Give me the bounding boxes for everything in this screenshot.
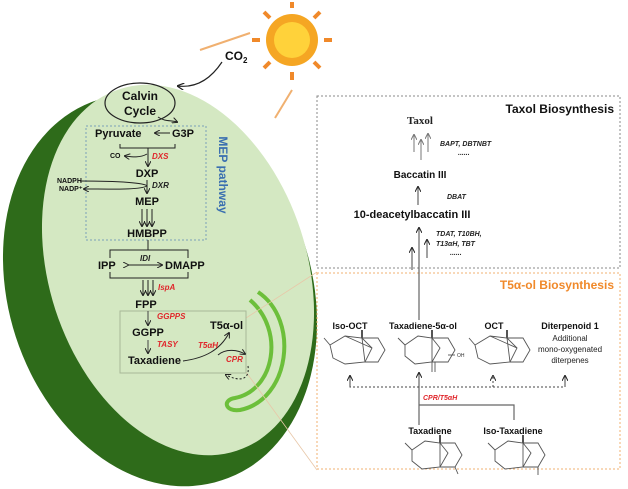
ellipsis: ...... <box>450 250 462 257</box>
dxp: DXP <box>136 168 159 180</box>
t5a-ol: T5α-ol <box>210 320 243 332</box>
ipp: IPP <box>98 260 116 272</box>
oct-structure <box>468 330 531 365</box>
diterpenoid-1: Diterpenoid 1 <box>541 321 599 331</box>
t5-box-title: T5α-ol Biosynthesis <box>500 278 614 292</box>
ggpps-enzyme: GGPPS <box>157 312 186 321</box>
hydroxyl-label: OH <box>457 353 465 359</box>
co2-arrow <box>178 61 223 86</box>
tasy-enzyme: TASY <box>157 340 178 349</box>
additional-label: Additional <box>552 334 587 343</box>
taxadiene-substrate: Taxadiene <box>408 426 451 436</box>
mep-pathway-label: MEP pathway <box>216 136 230 213</box>
fpp: FPP <box>135 299 156 311</box>
dxr-enzyme: DXR <box>152 181 169 190</box>
light-ray <box>274 89 293 119</box>
taxol-enzymes: BAPT, DBTNBT <box>440 141 492 148</box>
oct: OCT <box>485 321 505 331</box>
light-ray <box>199 32 251 51</box>
mep-pathway-box <box>85 125 207 241</box>
idi-enzyme: IDI <box>140 254 151 263</box>
10-deacetylbaccatin-iii: 10-deacetylbaccatin III <box>354 209 471 221</box>
dmapp: DMAPP <box>165 260 205 272</box>
taxadiene-5a-ol: Taxadiene-5α-ol <box>389 321 457 331</box>
baccatin-iii: Baccatin III <box>394 170 447 181</box>
ggpp: GGPP <box>132 327 164 339</box>
taxadiene-5a-ol-structure <box>397 330 456 372</box>
taxol: Taxol <box>407 115 433 127</box>
dxs-enzyme: DXS <box>152 152 169 161</box>
iso-taxadiene-substrate: Iso-Taxadiene <box>483 426 542 436</box>
dab-enzymes-1: TDAT, T10BH, <box>436 231 482 238</box>
taxol-box-title: Taxol Biosynthesis <box>506 102 615 116</box>
t5a-ol-biosynthesis-box <box>316 272 621 470</box>
cpr-t5ah-enzyme: CPR/T5αH <box>423 395 458 402</box>
sun-icon <box>252 2 332 80</box>
calvin-cycle-loop <box>104 82 176 124</box>
dbat-enzyme: DBAT <box>447 194 467 201</box>
taxadiene: Taxadiene <box>128 355 181 367</box>
g3p: G3P <box>172 128 194 140</box>
mono-oxygenated-label: mono-oxygenated <box>538 345 602 354</box>
nadph: NADPH <box>57 178 82 185</box>
iso-oct-structure <box>323 330 386 365</box>
cycle-label: Cycle <box>124 104 156 118</box>
calvin-label: Calvin <box>122 89 158 103</box>
hmbpp: HMBPP <box>127 228 167 240</box>
nadp: NADP⁺ <box>59 186 83 193</box>
molecule-structures: OH <box>323 330 546 475</box>
endoplasmic-reticulum <box>224 290 287 413</box>
pyruvate: Pyruvate <box>95 128 141 140</box>
ellipsis: ...... <box>458 150 470 157</box>
mep: MEP <box>135 196 159 208</box>
ispa-enzyme: IspA <box>158 283 176 292</box>
taxol-biosynthesis-box <box>316 95 621 269</box>
iso-oct: Iso-OCT <box>333 321 369 331</box>
co2-label: CO2 <box>225 49 248 65</box>
taxadiene-structure <box>404 435 463 475</box>
diterpenes-label: diterpenes <box>551 356 588 365</box>
t5ah-enzyme: T5αH <box>198 341 218 350</box>
terpene-synthesis-box <box>119 310 247 374</box>
zoom-connector <box>245 271 318 471</box>
cpr-enzyme: CPR <box>226 355 243 364</box>
co2-byproduct: CO <box>110 153 121 160</box>
dab-enzymes-2: T13αH, TBT <box>436 241 476 248</box>
iso-taxadiene-structure <box>487 435 546 475</box>
